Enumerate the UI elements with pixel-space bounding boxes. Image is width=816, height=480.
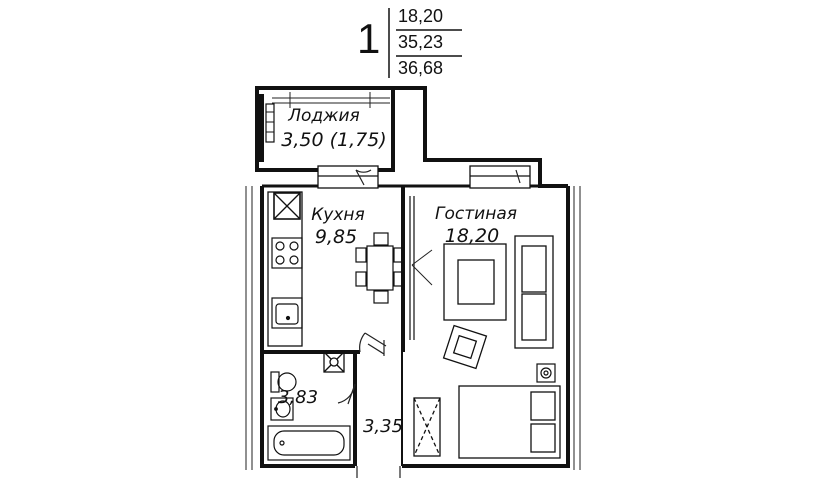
- living-name: Гостиная: [435, 204, 517, 224]
- dining-table: [355, 232, 404, 304]
- floor-lamp: [536, 363, 556, 383]
- loggia-area: 3,50 (1,75): [281, 129, 386, 151]
- total-area-value: 35,23: [398, 32, 444, 52]
- sliding-door: [411, 249, 433, 286]
- kitchen-area: 9,85: [315, 226, 357, 248]
- bed: [458, 385, 561, 459]
- kitchen-door: [359, 332, 387, 356]
- armchair: [442, 324, 488, 370]
- ventilation-shaft: [323, 351, 345, 373]
- living-area: 18,20: [445, 225, 499, 247]
- header-separators: [388, 8, 462, 78]
- wardrobe: [413, 397, 441, 457]
- sink-icon: [271, 297, 303, 329]
- stove-icon: [271, 237, 303, 269]
- kitchen-name: Кухня: [311, 205, 365, 225]
- toilet-icon: [270, 371, 297, 393]
- washbasin-icon: [270, 397, 294, 421]
- loggia-doors: [355, 169, 521, 186]
- bathroom-door: [337, 383, 356, 405]
- exterior-wall-outer-lines: [245, 186, 581, 470]
- entrance-door: [356, 466, 401, 478]
- coffee-table-rug: [443, 243, 507, 321]
- loggia-name: Лоджия: [287, 106, 360, 126]
- kitchen-counter: [267, 191, 303, 347]
- total-area-with-loggia-value: 36,68: [398, 58, 444, 78]
- hall-area: 3,35: [363, 416, 403, 437]
- rooms-count: 1: [357, 15, 381, 62]
- bathtub-icon: [267, 425, 351, 461]
- sofa: [514, 235, 554, 349]
- living-area-value: 18,20: [398, 6, 444, 26]
- bathroom-area: 3,83: [278, 387, 318, 408]
